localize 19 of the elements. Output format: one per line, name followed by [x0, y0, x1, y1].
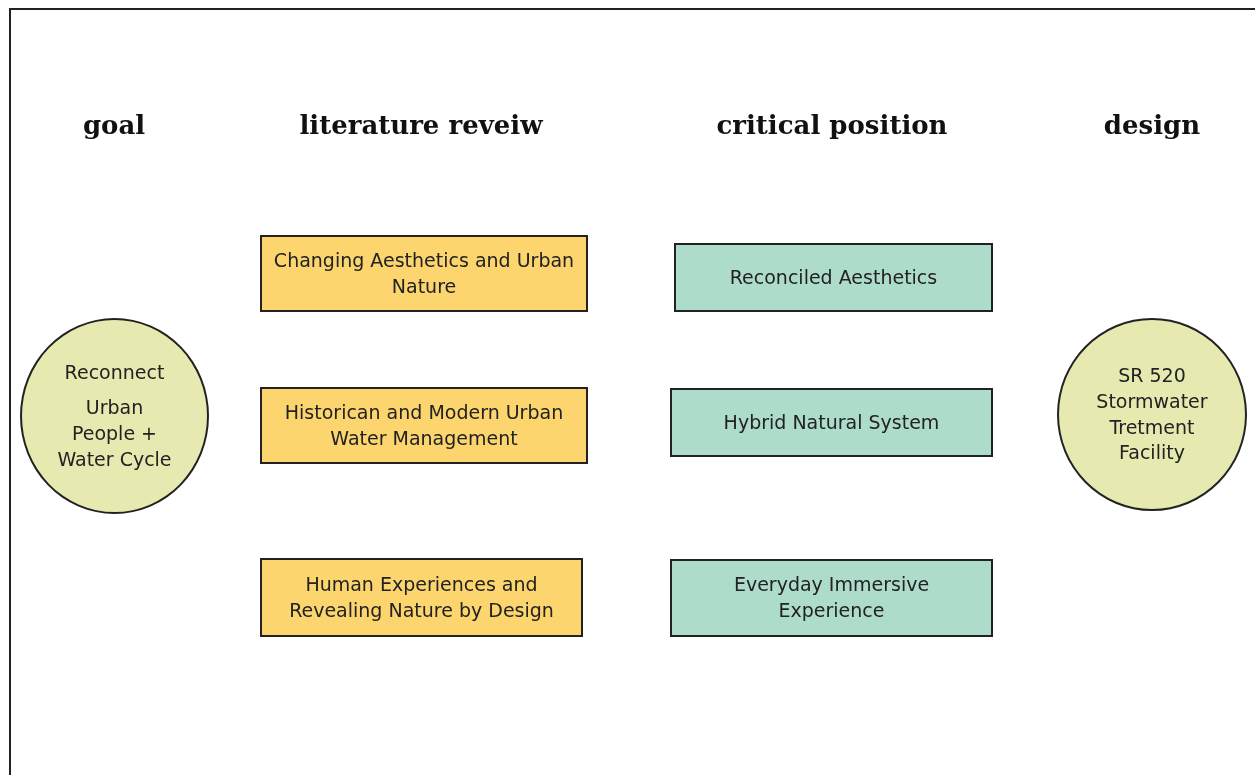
- node-text: Hybrid Natural System: [723, 409, 940, 435]
- column-heading: critical position: [715, 110, 949, 140]
- position-box: [674, 243, 993, 312]
- node-text: Historican and Modern Urban Water Management: [283, 399, 565, 451]
- position-box: [670, 388, 993, 457]
- column-heading: goal: [81, 110, 147, 140]
- literature-box: [260, 387, 588, 464]
- column-heading: design: [1102, 110, 1202, 140]
- node-text: Urban People + Water Cycle: [56, 395, 173, 472]
- node-text: SR 520 Stormwater Tretment Facility: [1095, 363, 1209, 466]
- literature-box: [260, 558, 583, 637]
- node-text: Reconnect: [64, 359, 165, 385]
- node-text: Human Experiences and Revealing Nature by Design: [288, 571, 555, 623]
- column-heading: literature reveiw: [298, 110, 545, 140]
- node-text: Changing Aesthetics and Urban Nature: [272, 247, 576, 299]
- literature-box: [260, 235, 588, 312]
- node-text: Everyday Immersive Experience: [732, 572, 931, 623]
- position-box: [670, 559, 993, 637]
- node-text: Reconciled Aesthetics: [729, 264, 938, 290]
